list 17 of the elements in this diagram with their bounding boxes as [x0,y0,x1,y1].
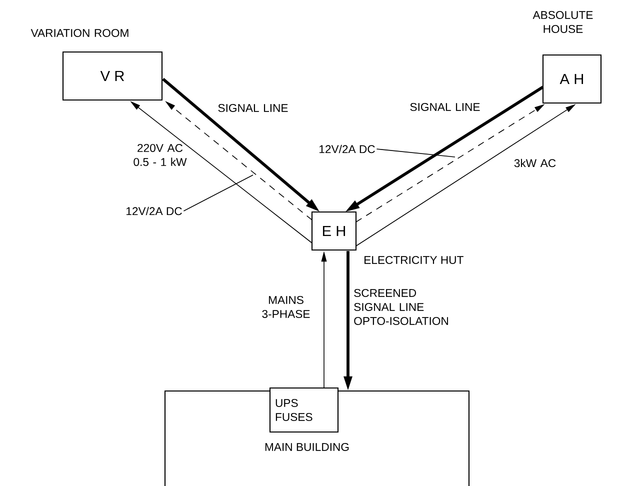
building-box: UPS FUSES [269,387,339,433]
edge-label: 3kW AC [514,158,556,168]
edge-label: 220V AC 0.5 - 1 kW [134,144,187,166]
edge-label: MAINS 3-PHASE [262,296,310,318]
edge-label: SCREENED SIGNAL LINE OPTO-ISOLATION [354,289,448,325]
building-box: E H [311,211,357,251]
edge-label: SIGNAL LINE [410,103,480,111]
callout-text: 12V/2A DC [126,206,182,216]
leader-line [183,174,254,212]
building-box: V R [62,51,163,101]
building-box: A H [542,54,602,104]
edge-label: SIGNAL LINE [218,104,288,112]
callout-text: 12V/2A DC [320,144,375,154]
building-name: VARIATION ROOM [30,29,128,37]
building-name: ELECTRICITY HUT [364,256,464,264]
building-name: ABSOLUTE HOUSE [532,11,593,33]
leader-line [376,148,456,158]
